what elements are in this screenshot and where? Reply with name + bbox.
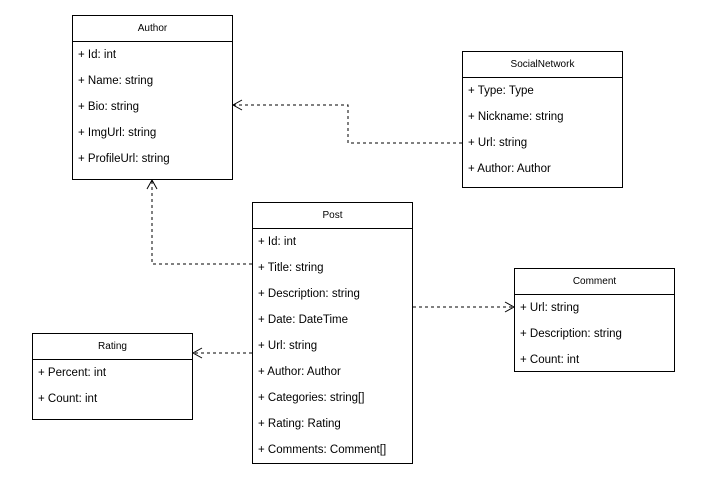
socialnetwork-attributes: + Type: Type + Nickname: string + Url: str… xyxy=(463,78,622,182)
class-attribute: + Nickname: string xyxy=(468,111,564,123)
class-attribute: + Url: string xyxy=(520,302,580,314)
rating-class[interactable]: Rating + Percent: int + Count: int xyxy=(32,333,193,420)
class-attribute: + Author: Author xyxy=(258,366,341,378)
class-attribute: + Title: string xyxy=(258,262,324,274)
post-class-title: Post xyxy=(253,203,412,229)
class-attribute: + Date: DateTime xyxy=(258,314,349,326)
class-attribute: + ProfileUrl: string xyxy=(78,153,170,165)
class-attribute: + Description: string xyxy=(258,288,360,300)
author-arrowhead-from-socialnetwork xyxy=(231,99,243,111)
rating-attributes: + Percent: int + Count: int xyxy=(33,360,192,412)
post-class[interactable]: Post + Id: int + Title: string + Descripti… xyxy=(252,202,413,464)
rating-class-title: Rating xyxy=(33,334,192,360)
class-attribute: + ImgUrl: string xyxy=(78,127,157,139)
class-attribute: + Percent: int xyxy=(38,367,107,379)
socialnetwork-class[interactable]: SocialNetwork + Type: Type + Nickname: st… xyxy=(462,51,623,188)
comment-arrowhead xyxy=(504,301,516,313)
post-to-author-connector xyxy=(151,181,252,265)
author-class[interactable]: Author + Id: int + Name: string + Bio: str… xyxy=(72,15,233,180)
comment-class[interactable]: Comment + Url: string + Description: stri… xyxy=(514,268,675,372)
class-attribute: + Url: string xyxy=(258,340,318,352)
class-attribute: + Author: Author xyxy=(468,163,551,175)
author-class-title: Author xyxy=(73,16,232,42)
socialnetwork-class-title: SocialNetwork xyxy=(463,52,622,78)
socialnetwork-to-author-connector xyxy=(233,104,462,144)
class-attribute: + Name: string xyxy=(78,75,154,87)
class-attribute: + Count: int xyxy=(520,354,580,366)
post-attributes: + Id: int + Title: string + Description: s… xyxy=(253,229,412,463)
class-attribute: + Type: Type xyxy=(468,85,534,97)
class-attribute: + Bio: string xyxy=(78,101,140,113)
comment-attributes: + Url: string + Description: string + Coun… xyxy=(515,295,674,373)
rating-arrowhead xyxy=(191,347,203,359)
class-attribute: + Comments: Comment[] xyxy=(258,444,387,456)
author-arrowhead-from-post xyxy=(146,178,158,190)
class-attribute: + Categories: string[] xyxy=(258,392,365,404)
comment-class-title: Comment xyxy=(515,269,674,295)
author-attributes: + Id: int + Name: string + Bio: string + Im… xyxy=(73,42,232,172)
class-attribute: + Count: int xyxy=(38,393,98,405)
class-attribute: + Id: int xyxy=(78,49,117,61)
class-attribute: + Rating: Rating xyxy=(258,418,341,430)
class-attribute: + Url: string xyxy=(468,137,528,149)
class-attribute: + Description: string xyxy=(520,328,622,340)
class-attribute: + Id: int xyxy=(258,236,297,248)
